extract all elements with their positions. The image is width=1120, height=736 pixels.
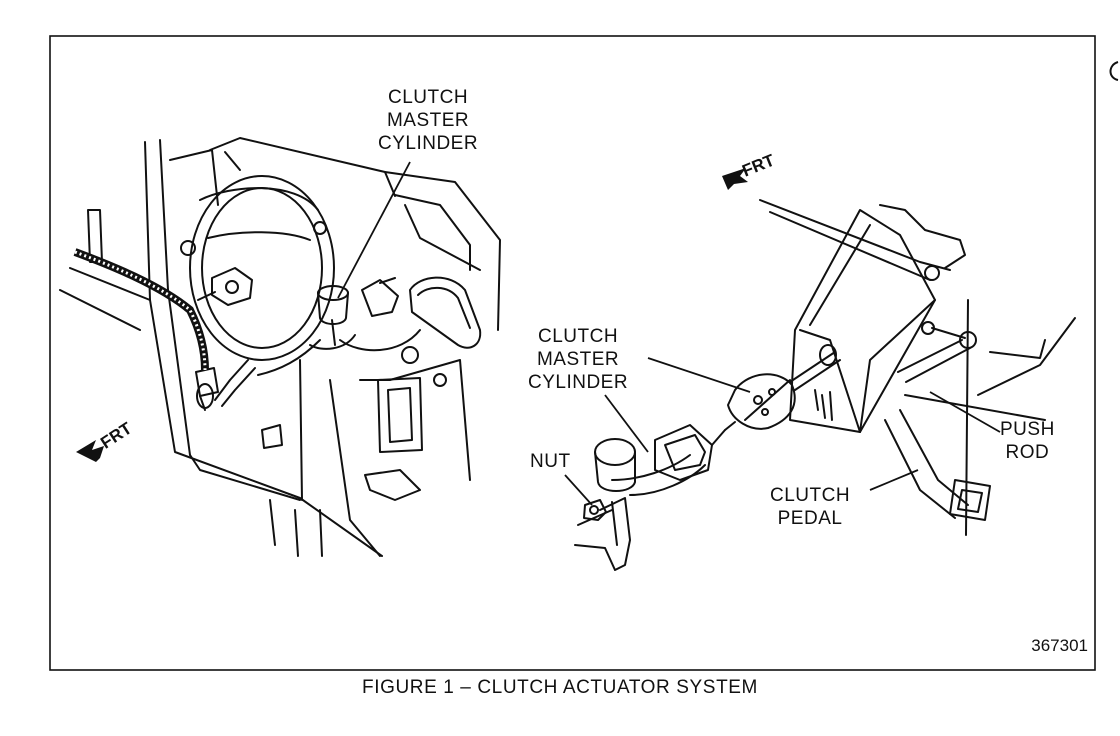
label-right-clutch-master-cylinder: CLUTCH MASTER CYLINDER — [528, 325, 628, 394]
figure-caption: FIGURE 1 – CLUTCH ACTUATOR SYSTEM — [362, 677, 758, 698]
label-line: CLUTCH — [770, 485, 851, 506]
leader-right-master-cylinder — [604, 394, 649, 453]
label-clutch-pedal: CLUTCH PEDAL — [770, 484, 850, 530]
label-line: CLUTCH — [388, 87, 469, 108]
frt-arrow-left-icon — [76, 440, 104, 462]
label-line: ROD — [1005, 442, 1050, 463]
label-push-rod: PUSH ROD — [1000, 418, 1055, 464]
leader-nut — [564, 474, 593, 506]
frt-arrow-right-icon — [722, 168, 748, 190]
label-line: CYLINDER — [378, 133, 479, 154]
figure-frame — [49, 35, 1096, 671]
right-pedal-assembly-view — [574, 199, 1076, 571]
left-engine-compartment-view — [59, 137, 501, 557]
label-line: MASTER — [386, 110, 470, 131]
leader-left-master-cylinder — [337, 161, 411, 299]
left-braided-hose — [73, 248, 209, 371]
edge-mark — [1109, 61, 1119, 81]
label-nut: NUT — [530, 451, 571, 472]
leader-push-rod — [929, 391, 1001, 433]
label-line: CYLINDER — [528, 372, 629, 393]
leader-clutch-pedal — [869, 469, 919, 491]
leader-master-cylinder-bracket — [647, 357, 751, 393]
label-line: PEDAL — [777, 508, 843, 529]
label-left-clutch-master-cylinder: CLUTCH MASTER CYLINDER — [378, 86, 478, 155]
label-line: MASTER — [536, 349, 620, 370]
label-line: PUSH — [1000, 419, 1055, 440]
figure-number: 367301 — [1031, 636, 1088, 655]
label-line: CLUTCH — [538, 326, 619, 347]
right-leader-lines — [564, 357, 1001, 506]
